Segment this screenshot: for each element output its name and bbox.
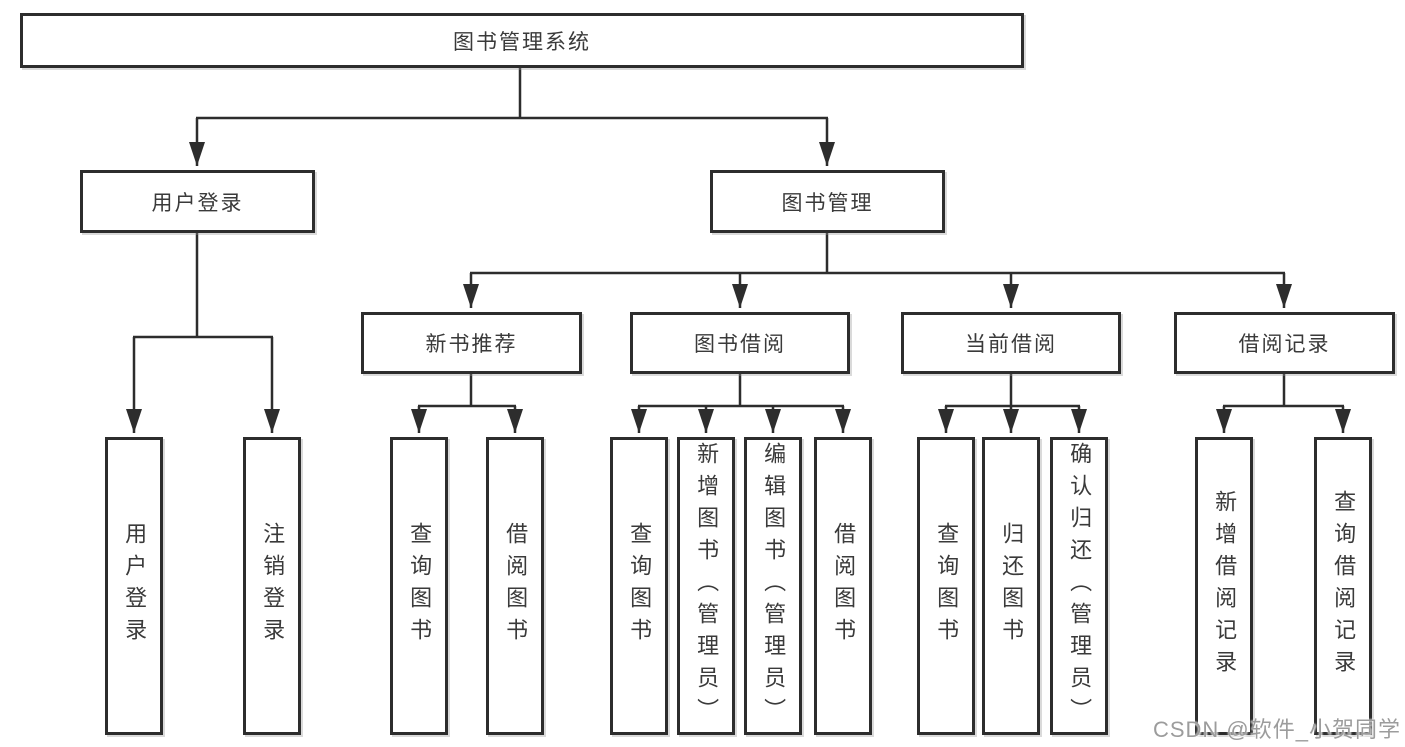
- node-book-borrow: 图书借阅: [630, 312, 850, 374]
- leaf-borrow-books-recommend: 借阅图书: [486, 437, 544, 735]
- node-current-borrow: 当前借阅: [901, 312, 1121, 374]
- leaf-confirm-return-admin-label: 确认归还（管理员）: [1067, 442, 1093, 730]
- leaf-query-borrow-record: 查询借阅记录: [1314, 437, 1372, 735]
- leaf-logout-label: 注销登录: [260, 522, 286, 650]
- connector-new-book-recommend-to-leaves: [411, 374, 523, 433]
- connector-current-borrow-to-leaves: [938, 374, 1087, 433]
- node-user-login-label: 用户登录: [151, 191, 244, 215]
- connector-book-management-to-sections: [463, 233, 1292, 308]
- leaf-return-book: 归还图书: [982, 437, 1040, 735]
- leaf-query-books-borrow-label: 查询图书: [627, 522, 653, 650]
- leaf-user-login-label: 用户登录: [122, 522, 148, 650]
- connector-user-login-to-leaves: [126, 233, 280, 433]
- node-user-login: 用户登录: [80, 170, 315, 233]
- leaf-borrow-books: 借阅图书: [814, 437, 872, 735]
- leaf-add-book-admin-label: 新增图书（管理员）: [694, 442, 720, 730]
- node-borrow-records-label: 借阅记录: [1238, 333, 1331, 356]
- connector-book-borrow-to-leaves: [631, 374, 851, 433]
- node-root-system: 图书管理系统: [20, 13, 1024, 68]
- node-new-book-recommend: 新书推荐: [361, 312, 582, 374]
- leaf-user-login: 用户登录: [105, 437, 163, 735]
- leaf-query-books-recommend-label: 查询图书: [407, 522, 433, 650]
- node-root-system-label: 图书管理系统: [453, 30, 591, 54]
- node-book-management-label: 图书管理: [781, 191, 874, 215]
- leaf-add-book-admin: 新增图书（管理员）: [677, 437, 735, 735]
- leaf-edit-book-admin-label: 编辑图书（管理员）: [761, 442, 787, 730]
- node-book-management: 图书管理: [710, 170, 945, 233]
- leaf-edit-book-admin: 编辑图书（管理员）: [744, 437, 802, 735]
- leaf-confirm-return-admin: 确认归还（管理员）: [1050, 437, 1108, 735]
- node-current-borrow-label: 当前借阅: [965, 333, 1057, 356]
- leaf-query-books-current-label: 查询图书: [934, 522, 960, 650]
- leaf-borrow-books-label: 借阅图书: [831, 522, 857, 650]
- leaf-borrow-books-recommend-label: 借阅图书: [503, 522, 529, 650]
- node-borrow-records: 借阅记录: [1174, 312, 1395, 374]
- leaf-query-books-current: 查询图书: [917, 437, 975, 735]
- connector-root-to-level2: [189, 68, 835, 166]
- leaf-add-borrow-record-label: 新增借阅记录: [1212, 490, 1238, 682]
- connector-borrow-records-to-leaves: [1216, 374, 1351, 433]
- node-book-borrow-label: 图书借阅: [694, 333, 786, 356]
- csdn-watermark: CSDN @软件_小贺同学: [1152, 717, 1401, 742]
- leaf-logout: 注销登录: [243, 437, 301, 735]
- leaf-return-book-label: 归还图书: [999, 522, 1025, 650]
- leaf-query-books-borrow: 查询图书: [610, 437, 668, 735]
- leaf-query-borrow-record-label: 查询借阅记录: [1331, 490, 1357, 682]
- leaf-query-books-recommend: 查询图书: [390, 437, 448, 735]
- leaf-add-borrow-record: 新增借阅记录: [1195, 437, 1253, 735]
- node-new-book-recommend-label: 新书推荐: [425, 333, 518, 356]
